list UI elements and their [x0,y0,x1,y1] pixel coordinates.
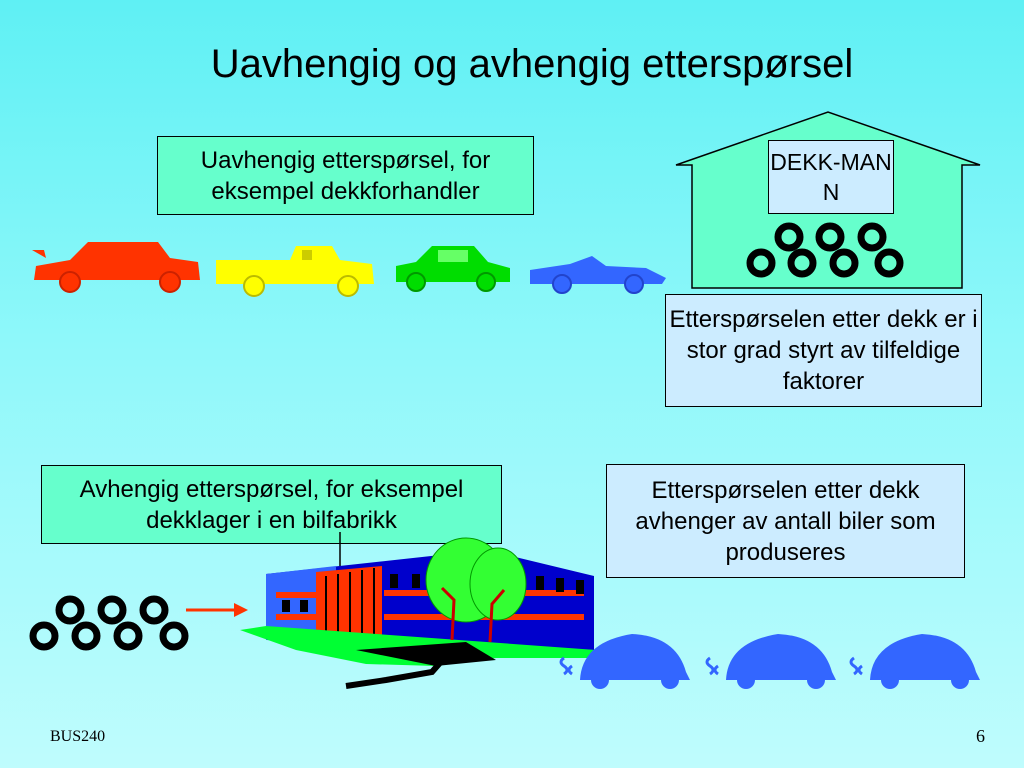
car-icon [396,246,510,292]
tire-stack-icon [746,222,904,278]
independent-demand-note: Etterspørselen etter dekk er i stor grad… [665,294,982,407]
factory-icon [240,532,616,689]
beetle-car-icon [559,634,690,689]
tree-icon [425,537,527,643]
beetle-car-icon [849,634,980,689]
page-number: 6 [976,726,985,746]
independent-demand-note-text: Etterspørselen etter dekk er i stor grad… [669,306,978,395]
footer-course: BUS240 [50,728,106,745]
dependent-demand-note-text: Etterspørselen etter dekk avhenger av an… [635,476,936,566]
dependent-demand-note: Etterspørselen etter dekk avhenger av an… [606,464,965,578]
store-sign: DEKK-MANN [768,140,894,214]
car-icon [216,246,374,297]
dependent-demand-text: Avhengig etterspørsel, for eksempel dekk… [79,475,464,534]
car-icon [32,242,200,293]
independent-demand-label: Uavhengig etterspørsel, for eksempel dek… [157,136,534,215]
store-sign-text: DEKK-MANN [770,149,892,205]
car-icon [530,256,666,294]
independent-demand-text: Uavhengig etterspørsel, for eksempel dek… [200,146,491,205]
tire-stack-icon [29,595,189,651]
beetle-car-icon [705,634,836,689]
arrow-icon [186,603,248,617]
slide-title: Uavhengig og avhengig etterspørsel [210,42,854,86]
dependent-demand-label: Avhengig etterspørsel, for eksempel dekk… [41,465,502,544]
